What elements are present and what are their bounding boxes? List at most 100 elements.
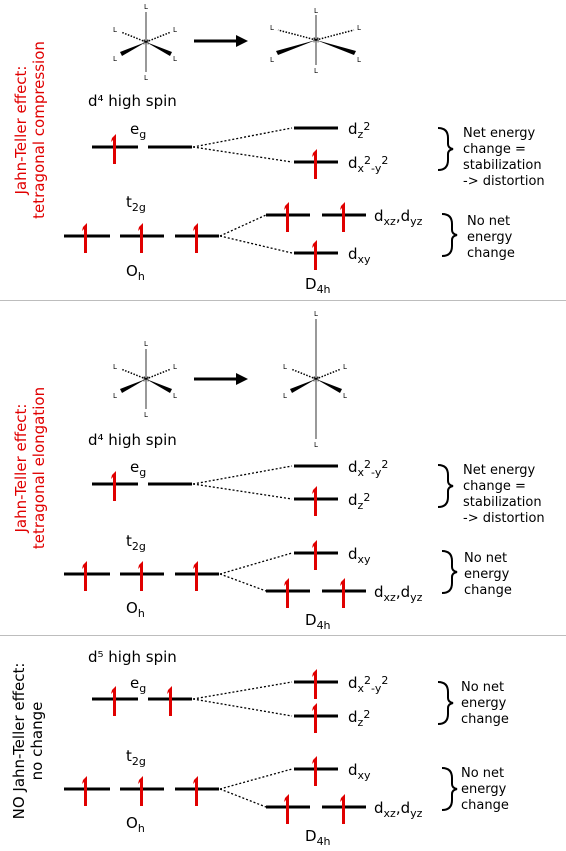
electron-arrow xyxy=(138,223,143,253)
svg-text:M: M xyxy=(313,376,319,384)
eg-levels: eg dz2 dx2-y2 xyxy=(92,120,388,175)
svg-text:L: L xyxy=(283,392,287,400)
eg-levels: eg dx2-y2 dz2 xyxy=(92,458,388,512)
no-change-diagram: eg dx2-y2 dz2 t2g dxy dxz,dyz Oh D4h xyxy=(64,669,509,848)
eg-note-line: Net energy xyxy=(463,126,536,141)
svg-text:L: L xyxy=(144,411,148,419)
svg-text:L: L xyxy=(283,363,287,371)
eg-note-line: Net energy xyxy=(463,463,536,478)
electron-arrow xyxy=(82,223,87,253)
t2g-note-line: change xyxy=(461,798,509,813)
dxz-dyz-label: dxz,dyz xyxy=(374,207,423,228)
svg-text:L: L xyxy=(113,55,117,63)
electrons xyxy=(82,669,345,824)
svg-text:L: L xyxy=(314,441,318,449)
compression-diagram: M L L L L L L M L L L L L L eg xyxy=(64,3,545,296)
eg-note-line: stabilization xyxy=(463,158,542,173)
electrons xyxy=(82,134,345,270)
svg-text:M: M xyxy=(143,376,149,384)
brace-eg xyxy=(437,464,454,508)
svg-text:dz2: dz2 xyxy=(348,491,370,512)
brace-t2g xyxy=(441,767,458,811)
electron-arrow xyxy=(284,202,289,232)
eg-levels: eg dx2-y2 dz2 xyxy=(92,674,388,729)
compressed-molecule: M L L L L L L xyxy=(270,7,361,75)
brace-eg xyxy=(437,127,454,171)
svg-text:L: L xyxy=(173,26,177,34)
electron-arrow xyxy=(312,240,317,270)
elongated-molecule: M L L L L L L xyxy=(283,310,347,449)
svg-text:L: L xyxy=(173,55,177,63)
svg-text:L: L xyxy=(144,74,148,82)
eg-note-line: change xyxy=(461,712,509,727)
brace-t2g xyxy=(441,213,458,257)
svg-text:dx2-y2: dx2-y2 xyxy=(348,674,388,695)
panel-compression: Jahn-Teller effect: tetragonal compressi… xyxy=(0,0,566,300)
svg-text:L: L xyxy=(173,363,177,371)
svg-text:dx2-y2: dx2-y2 xyxy=(348,458,388,479)
svg-text:L: L xyxy=(357,56,361,64)
eg-note-line: energy xyxy=(461,696,507,711)
transform-arrow xyxy=(194,373,248,385)
eg-note-line: change = xyxy=(463,479,526,494)
svg-text:t2g: t2g xyxy=(126,747,146,768)
svg-text:dxy: dxy xyxy=(348,545,371,566)
panel-separator xyxy=(0,300,566,301)
electron-arrow xyxy=(111,134,116,164)
dx2y2-label: dx2-y2 xyxy=(348,154,388,175)
svg-text:D4h: D4h xyxy=(305,827,331,848)
dxy-label: dxy xyxy=(348,245,371,266)
svg-text:L: L xyxy=(113,363,117,371)
svg-text:Oh: Oh xyxy=(126,599,145,620)
t2g-note-line: change xyxy=(464,583,512,598)
spin-state-label: d⁴ high spin xyxy=(88,431,177,449)
svg-text:L: L xyxy=(357,24,361,32)
svg-text:L: L xyxy=(270,56,274,64)
svg-text:L: L xyxy=(144,3,148,11)
svg-text:L: L xyxy=(314,67,318,75)
electron-arrow xyxy=(340,202,345,232)
t2g-note-line: No net xyxy=(464,551,507,566)
svg-text:L: L xyxy=(173,392,177,400)
dz2-label: dz2 xyxy=(348,120,370,141)
t2g-levels: t2g dxz,dyz dxy Oh D4h xyxy=(64,193,423,296)
svg-text:L: L xyxy=(314,7,318,15)
t2g-note-line: energy xyxy=(461,782,507,797)
eg-note-line: -> distortion xyxy=(463,511,545,526)
panel-separator xyxy=(0,635,566,636)
brace-eg xyxy=(437,681,454,725)
eg-note-line: -> distortion xyxy=(463,174,545,189)
eg-label: eg xyxy=(130,120,146,141)
spin-state-label: d⁵ high spin xyxy=(88,648,177,666)
eg-note-line: change = xyxy=(463,142,526,157)
oh-label: Oh xyxy=(126,262,145,283)
svg-text:L: L xyxy=(314,310,318,318)
svg-text:dz2: dz2 xyxy=(348,708,370,729)
t2g-note-line: energy xyxy=(467,230,513,245)
svg-text:dxy: dxy xyxy=(348,761,371,782)
svg-text:L: L xyxy=(113,26,117,34)
svg-text:M: M xyxy=(313,37,319,45)
spin-state-label: d⁴ high spin xyxy=(88,92,177,110)
svg-text:L: L xyxy=(270,24,274,32)
svg-text:dxz,dyz: dxz,dyz xyxy=(374,583,423,604)
panel-no-change: NO Jahn-Teller effect: no change d⁵ high… xyxy=(0,636,566,851)
svg-text:L: L xyxy=(144,340,148,348)
t2g-levels: t2g dxy dxz,dyz Oh D4h xyxy=(64,532,423,632)
svg-text:L: L xyxy=(343,392,347,400)
svg-text:L: L xyxy=(343,363,347,371)
electron-arrow xyxy=(312,149,317,179)
transform-arrow xyxy=(194,35,248,47)
eg-note-line: No net xyxy=(461,680,504,695)
panel-elongation: Jahn-Teller effect: tetragonal elongatio… xyxy=(0,301,566,635)
electron-arrow xyxy=(193,223,198,253)
eg-note-line: stabilization xyxy=(463,495,542,510)
svg-text:eg: eg xyxy=(130,458,146,479)
brace-t2g xyxy=(441,550,458,594)
t2g-levels: t2g dxy dxz,dyz Oh D4h xyxy=(64,747,423,848)
t2g-note-line: No net xyxy=(467,214,510,229)
svg-text:t2g: t2g xyxy=(126,532,146,553)
elongation-diagram: M L L L L L L M L L L L L L eg xyxy=(64,310,545,632)
t2g-note-line: No net xyxy=(461,766,504,781)
svg-text:eg: eg xyxy=(130,674,146,695)
